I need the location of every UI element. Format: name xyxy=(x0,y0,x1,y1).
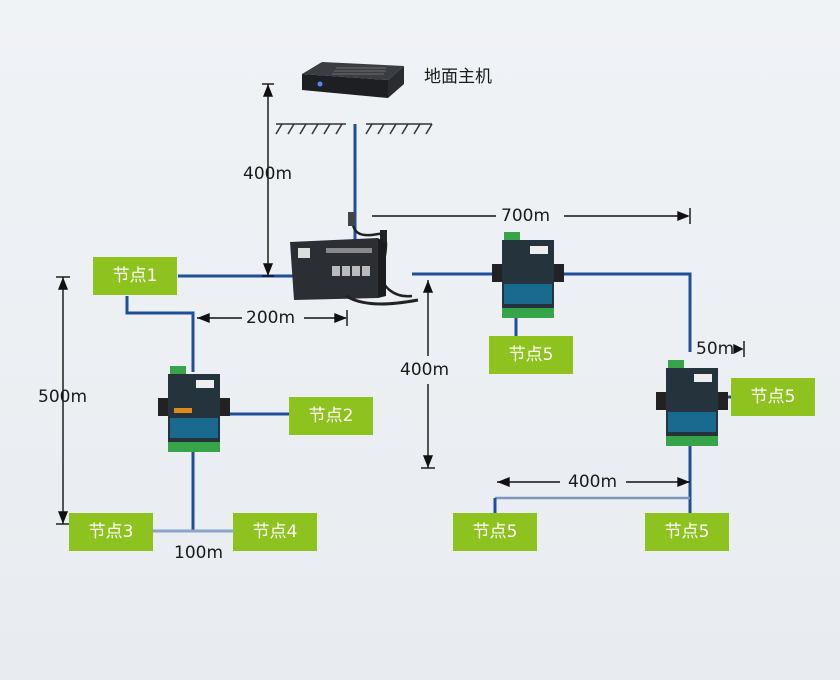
distance-gateway-horizontal: 700m xyxy=(501,206,551,226)
canbridge-device-right xyxy=(656,360,728,446)
node-5-bottom-left: 节点5 xyxy=(453,513,537,551)
node-2: 节点2 xyxy=(289,397,373,435)
distance-middle-vertical: 400m xyxy=(400,360,450,380)
ground-symbol xyxy=(275,123,433,135)
dimension-lines xyxy=(56,83,745,525)
node-5-bottom-right: 节点5 xyxy=(645,513,729,551)
gateway-device xyxy=(290,212,419,306)
node-4: 节点4 xyxy=(233,513,317,551)
node-3: 节点3 xyxy=(69,513,153,551)
ground-host-icon xyxy=(302,62,404,98)
distance-right-short: 50m xyxy=(696,339,735,359)
distance-node3-node4: 100m xyxy=(174,543,224,563)
ground-host-label: 地面主机 xyxy=(424,67,492,87)
distance-left-vertical: 500m xyxy=(38,387,88,407)
canbridge-device-left xyxy=(158,366,230,452)
canbridge-device-top xyxy=(492,232,564,318)
node-5-top: 节点5 xyxy=(489,336,573,374)
bus-lines xyxy=(125,124,731,531)
node-5-right: 节点5 xyxy=(731,378,815,416)
distance-host-gateway: 400m xyxy=(243,164,293,184)
node-1: 节点1 xyxy=(93,257,177,295)
distance-bottom-right: 400m xyxy=(568,472,618,492)
distance-gateway-node1: 200m xyxy=(246,308,296,328)
